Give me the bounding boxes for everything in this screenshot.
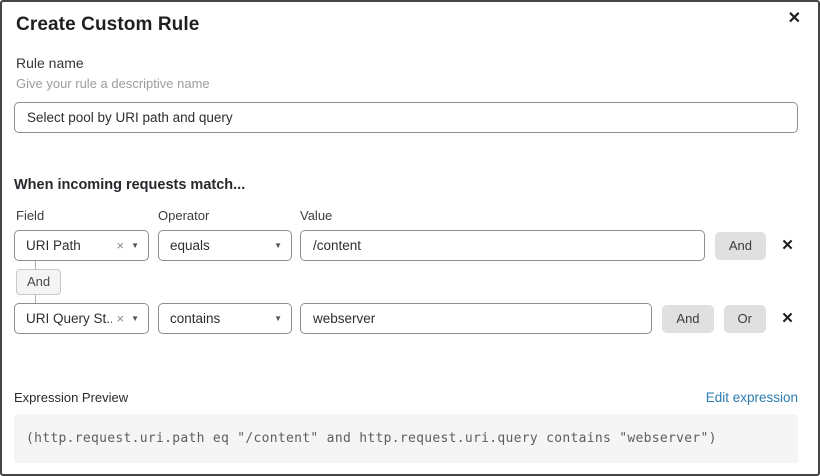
and-connector-badge: And — [16, 269, 62, 296]
value-column-header: Value — [300, 208, 333, 223]
rule-name-input[interactable] — [14, 102, 798, 133]
add-and-condition-button-2[interactable]: And — [662, 304, 714, 333]
clear-field-icon[interactable]: × — [116, 238, 125, 253]
chevron-down-icon: ▼ — [274, 240, 282, 250]
field-select-2[interactable]: URI Query St... × ▼ — [14, 303, 149, 335]
connector-line-top — [35, 261, 36, 269]
field-select-1[interactable]: URI Path × ▼ — [14, 230, 149, 261]
operator-select-2-label: contains — [170, 311, 221, 327]
field-column-header: Field — [16, 208, 45, 223]
value-input-2[interactable] — [300, 303, 653, 335]
chevron-down-icon: ▼ — [131, 240, 139, 250]
add-and-condition-button-1[interactable]: And — [714, 231, 766, 260]
field-select-1-label: URI Path — [26, 238, 81, 253]
condition-column-headers: Field Operator Value — [14, 208, 798, 223]
operator-column-header: Operator — [158, 208, 210, 223]
connector-line-bottom — [35, 295, 36, 304]
chevron-down-icon: ▼ — [131, 313, 139, 323]
operator-select-1-label: equals — [170, 238, 210, 253]
chevron-down-icon: ▼ — [274, 313, 282, 323]
value-input-1[interactable] — [300, 230, 705, 261]
add-or-condition-button-2[interactable]: Or — [723, 304, 766, 333]
condition-row-2: URI Query St... × ▼ contains ▼ And Or ✕ — [14, 303, 798, 335]
expression-code-block: (http.request.uri.path eq "/content" and… — [14, 414, 798, 464]
condition-row-1: URI Path × ▼ equals ▼ And ✕ — [14, 230, 798, 261]
dialog-title: Create Custom Rule — [16, 14, 200, 35]
operator-select-2[interactable]: contains ▼ — [158, 303, 292, 335]
remove-condition-icon-1[interactable]: ✕ — [781, 237, 794, 254]
expression-preview-label: Expression Preview — [14, 390, 129, 406]
close-icon[interactable]: ✕ — [787, 10, 801, 27]
clear-field-icon[interactable]: × — [116, 311, 125, 327]
match-heading: When incoming requests match... — [14, 177, 246, 193]
field-select-2-label: URI Query St... — [26, 311, 113, 327]
edit-expression-link[interactable]: Edit expression — [705, 390, 798, 406]
rule-name-hint: Give your rule a descriptive name — [16, 76, 210, 91]
rule-name-label: Rule name — [16, 55, 84, 71]
expression-preview-header: Expression Preview Edit expression — [14, 390, 798, 405]
condition-connector: And — [14, 261, 798, 304]
remove-condition-icon-2[interactable]: ✕ — [781, 310, 794, 328]
operator-select-1[interactable]: equals ▼ — [158, 230, 292, 261]
